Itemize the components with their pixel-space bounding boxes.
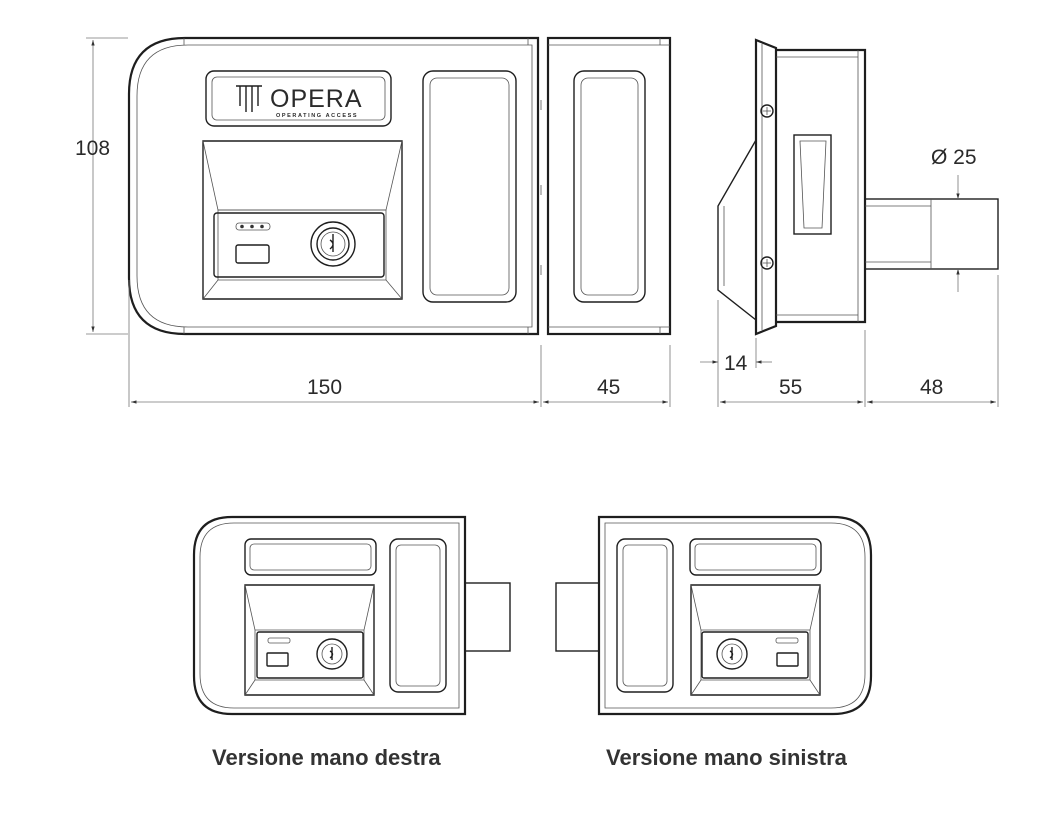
caption-left-hand: Versione mano sinistra bbox=[606, 745, 848, 770]
brand-tagline: OPERATING ACCESS bbox=[276, 113, 358, 119]
right-hand-version bbox=[192, 515, 511, 716]
dim-keeper-width: 45 bbox=[597, 376, 620, 399]
key-panel bbox=[213, 212, 385, 278]
reader-slot bbox=[235, 244, 270, 264]
key-cylinder-icon bbox=[316, 638, 348, 670]
front-view: OPERA OPERATING ACCESS bbox=[127, 36, 672, 336]
dimension-lines: 108 150 45 55 48 14 bbox=[75, 37, 999, 407]
dim-height: 108 bbox=[75, 137, 110, 160]
keeper-window bbox=[573, 70, 646, 303]
dim-bolt-length: 48 bbox=[920, 376, 943, 399]
dim-body-width: 150 bbox=[307, 376, 342, 399]
latch-window bbox=[793, 134, 832, 235]
screw-icon bbox=[760, 104, 774, 118]
keeper-outline bbox=[546, 36, 672, 336]
dim-bolt-diameter: Ø 25 bbox=[931, 146, 977, 169]
bolt bbox=[555, 582, 600, 652]
lock-box-side bbox=[776, 48, 867, 324]
bolt bbox=[464, 582, 511, 652]
opera-logo-icon bbox=[236, 85, 262, 112]
brand-name: OPERA bbox=[270, 85, 363, 113]
led-indicator-icon bbox=[235, 222, 271, 231]
dim-side-offset: 14 bbox=[724, 352, 748, 375]
cone-recess bbox=[202, 140, 403, 300]
key-cylinder-icon bbox=[310, 221, 356, 267]
left-hand-version bbox=[555, 515, 873, 716]
front-plate bbox=[754, 38, 778, 336]
key-cylinder-icon bbox=[716, 638, 748, 670]
dim-side-depth: 55 bbox=[779, 376, 802, 399]
logo-plate bbox=[205, 70, 392, 127]
handle-profile bbox=[717, 139, 757, 321]
body-window bbox=[422, 70, 517, 303]
bolt bbox=[864, 198, 999, 270]
caption-right-hand: Versione mano destra bbox=[212, 745, 441, 770]
screw-icon bbox=[760, 256, 774, 270]
side-view: Ø 25 bbox=[717, 38, 999, 336]
lock-body-outline bbox=[127, 36, 540, 336]
